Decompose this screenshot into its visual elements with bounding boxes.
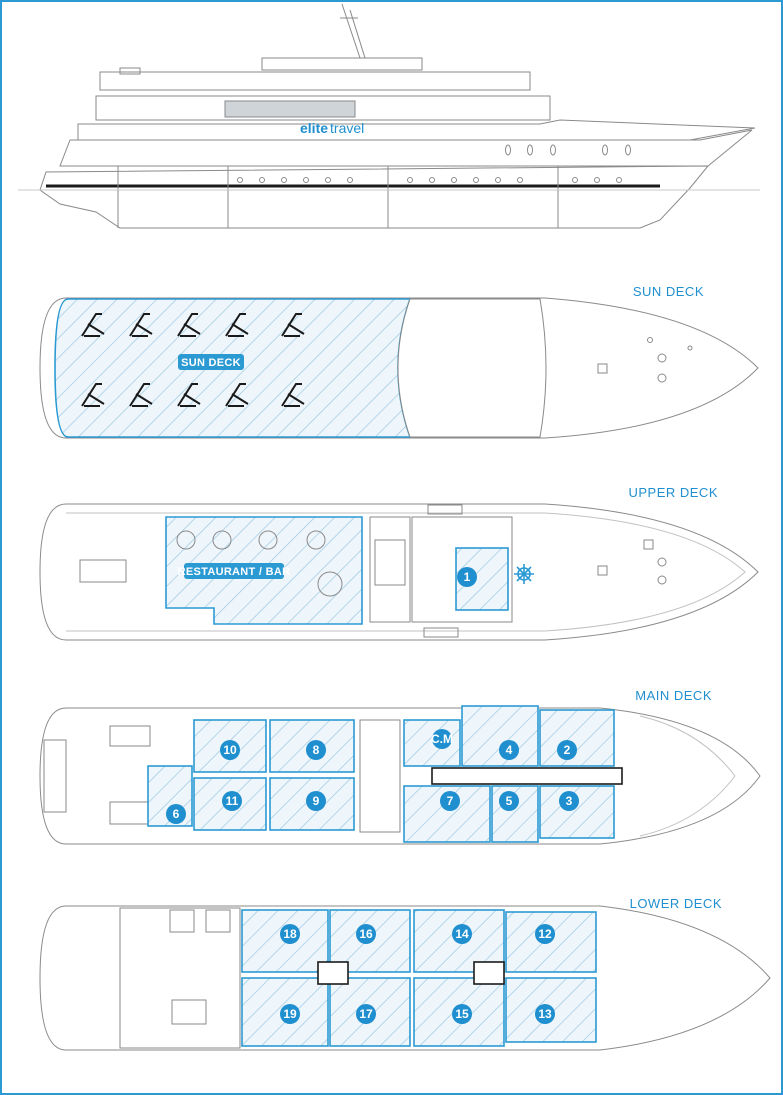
svg-text:2: 2 [564,743,571,757]
cabin-3-marker[interactable]: 3 [559,791,579,811]
ship-profile [18,3,760,229]
lower-deck-title: LOWER DECK [630,896,722,911]
cabin-18-marker[interactable]: 18 [280,924,300,944]
helm-wheel-icon [514,564,534,584]
cabin-14-marker[interactable]: 14 [452,924,472,944]
sun-deck-plan [39,297,759,439]
sun-deck-badge [178,354,244,370]
cabin-1-marker[interactable]: 1 [457,567,477,587]
svg-text:8: 8 [313,743,320,757]
cabin-4-marker[interactable]: 4 [499,740,519,760]
cabin-13-marker[interactable]: 13 [535,1004,555,1024]
restaurant-bar-label: RESTAURANT / BAR [178,566,291,578]
cabin-7-marker[interactable]: 7 [440,791,460,811]
svg-text:16: 16 [359,927,373,941]
cabin-2-marker[interactable]: 2 [557,740,577,760]
hatch-icon [597,363,608,374]
restaurant-tables [176,530,343,597]
svg-text:9: 9 [313,794,320,808]
restaurant-bar-badge [184,563,284,579]
main-deck-plan [39,705,761,845]
cabin-9-marker[interactable]: 9 [306,791,326,811]
svg-text:10: 10 [223,743,237,757]
cabin-6-marker[interactable]: 6 [166,804,186,824]
cabin-15-marker[interactable]: 15 [452,1004,472,1024]
svg-text:19: 19 [283,1007,297,1021]
svg-text:14: 14 [455,927,469,941]
svg-text:5: 5 [506,794,513,808]
svg-text:7: 7 [447,794,454,808]
svg-text:17: 17 [359,1007,373,1021]
cabin-10-marker[interactable]: 10 [220,740,240,760]
cabin-12-marker[interactable]: 12 [535,924,555,944]
cabin-16-marker[interactable]: 16 [356,924,376,944]
svg-text:15: 15 [455,1007,469,1021]
cabin-19-marker[interactable]: 19 [280,1004,300,1024]
sun-deck-label: SUN DECK [181,357,241,369]
cabin-11-marker[interactable]: 11 [222,791,242,811]
svg-text:18: 18 [283,927,297,941]
cabin-8-marker[interactable]: 8 [306,740,326,760]
svg-text:13: 13 [538,1007,552,1021]
svg-text:11: 11 [226,794,239,808]
ship-portholes [237,144,631,183]
main-deck-cabin-markers: 10 8 C.M 4 2 6 11 9 7 5 3 [166,729,579,824]
main-deck-title: MAIN DECK [635,688,712,703]
svg-text:3: 3 [566,794,573,808]
cabin-5-marker[interactable]: 5 [499,791,519,811]
cabin-cm-marker[interactable]: C.M [431,729,453,749]
lower-deck-cabin-markers: 18 16 14 12 19 17 15 13 [280,924,555,1024]
svg-text:1: 1 [464,570,471,584]
sun-deck-title: SUN DECK [633,284,704,299]
sun-lounger-icons [81,313,305,407]
svg-text:C.M: C.M [431,732,453,746]
upper-deck-title: UPPER DECK [628,485,718,500]
svg-text:6: 6 [173,807,180,821]
cabin-17-marker[interactable]: 17 [356,1004,376,1024]
upper-deck-plan [39,503,759,641]
lower-deck-plan [39,905,771,1051]
svg-text:4: 4 [506,743,513,757]
svg-text:12: 12 [538,927,552,941]
